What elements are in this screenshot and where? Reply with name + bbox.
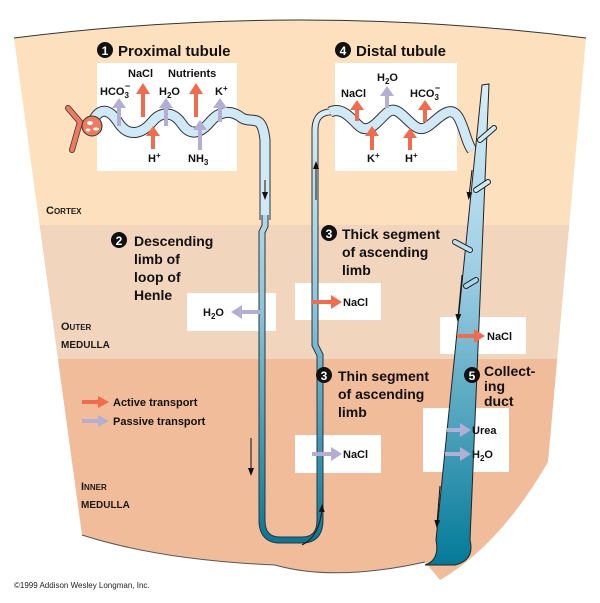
distal-h2o-passive-arrow xyxy=(380,86,394,96)
distal-k-active-arrow xyxy=(365,126,379,136)
descending-title: Descending limb of loop of Henle xyxy=(134,233,213,303)
svg-text:Collect-: Collect- xyxy=(484,363,536,379)
svg-text:4: 4 xyxy=(340,44,347,58)
inner-medulla-label-1: Inner xyxy=(81,481,107,493)
svg-text:Descending: Descending xyxy=(134,233,213,249)
descending-h2o-label: H2O xyxy=(203,307,224,321)
proximal-title: Proximal tubule xyxy=(118,43,231,60)
svg-text:Thick segment: Thick segment xyxy=(342,226,440,242)
thick-nacl-label: NaCl xyxy=(343,297,368,309)
loop-of-henle xyxy=(258,108,336,544)
distal-nacl-active-arrow xyxy=(350,100,364,110)
badge-proximal: 1 xyxy=(97,42,113,58)
hco3-passive-arrow xyxy=(112,98,126,108)
distal-hco3-active-arrow xyxy=(418,100,432,110)
thin-ascending-title: Thin segment of ascending limb xyxy=(338,368,429,420)
legend-active-arrow xyxy=(98,396,109,408)
limb-arrows xyxy=(231,295,485,461)
badge-thin-ascending: 3 xyxy=(316,367,332,383)
badge-collecting: 5 xyxy=(464,367,480,383)
legend-active-label: Active transport xyxy=(113,397,198,409)
proximal-nacl-label: NaCl xyxy=(128,68,153,80)
proximal-hco3-label: HCO3− xyxy=(100,81,130,100)
distal-h2o-label: H2O xyxy=(377,72,398,86)
proximal-labels: NaCl Nutrients HCO3− H2O K+ H+ NH3 xyxy=(100,68,228,167)
svg-text:Henle: Henle xyxy=(134,287,172,303)
urea-label: Urea xyxy=(472,425,497,437)
proximal-arrows xyxy=(112,83,227,150)
svg-text:1: 1 xyxy=(102,44,109,58)
proximal-h2o-label: H2O xyxy=(159,86,180,100)
distal-hco3-label: HCO3− xyxy=(410,83,440,102)
collecting-nacl-active-arrow xyxy=(474,329,485,343)
legend-passive-label: Passive transport xyxy=(113,416,206,428)
distal-labels: H2O NaCl HCO3− K+ H+ xyxy=(341,72,440,165)
distal-arrows xyxy=(350,86,432,150)
svg-text:of ascending: of ascending xyxy=(342,244,428,260)
svg-text:limb: limb xyxy=(338,404,367,420)
flow-arrow-duct-1 xyxy=(466,169,473,200)
distal-title: Distal tubule xyxy=(356,43,446,60)
collecting-nacl-label: NaCl xyxy=(487,331,512,343)
nacl-active-arrow xyxy=(136,83,150,94)
h-active-arrow xyxy=(146,126,160,136)
svg-text:3: 3 xyxy=(326,227,333,241)
thin-nacl-label: NaCl xyxy=(343,449,368,461)
cortex-label: Cortex xyxy=(46,205,82,217)
thick-ascending-title: Thick segment of ascending limb xyxy=(342,226,440,278)
proximal-k-label: K+ xyxy=(215,84,228,98)
kidney-top-edge xyxy=(13,19,587,39)
proximal-nh3-label: NH3 xyxy=(188,153,209,167)
legend-passive-arrow xyxy=(98,415,109,427)
outer-medulla-label-1: Outer xyxy=(61,321,92,333)
inner-medulla-label-2: medulla xyxy=(81,500,130,511)
proximal-h-label: H+ xyxy=(148,151,161,165)
distal-h-active-arrow xyxy=(403,128,417,138)
distal-tubule xyxy=(327,104,477,154)
nh3-passive-arrow xyxy=(193,120,207,130)
glomerulus-icon xyxy=(65,105,103,153)
flow-arrow-curve xyxy=(301,504,325,546)
svg-text:5: 5 xyxy=(469,369,476,383)
h2o-passive-arrow xyxy=(159,98,173,108)
copyright-text: ©1999 Addison Wesley Longman, Inc. xyxy=(14,581,150,590)
flow-arrow-duct-3 xyxy=(434,485,441,528)
distal-nacl-label: NaCl xyxy=(341,88,366,100)
svg-text:ing: ing xyxy=(484,378,505,394)
collecting-h2o-label: H2O xyxy=(472,449,493,463)
svg-text:of ascending: of ascending xyxy=(338,386,424,402)
descending-h2o-passive-arrow xyxy=(231,305,242,319)
nutrients-active-arrow xyxy=(189,83,203,94)
cortex-region xyxy=(14,20,586,225)
svg-text:duct: duct xyxy=(484,393,514,409)
kidney-bottom-edge xyxy=(81,534,426,574)
k-passive-arrow xyxy=(213,98,227,108)
distal-k-label: K+ xyxy=(367,151,380,165)
svg-text:2: 2 xyxy=(116,234,123,248)
thick-nacl-active-arrow xyxy=(331,295,342,309)
region-labels: Cortex Outer medulla Inner medulla xyxy=(46,205,130,511)
svg-text:limb: limb xyxy=(342,262,371,278)
badge-distal: 4 xyxy=(335,42,351,58)
badge-descending: 2 xyxy=(111,232,127,248)
svg-text:limb of: limb of xyxy=(134,251,180,267)
collecting-title: Collect- ing duct xyxy=(484,363,536,409)
collecting-h2o-passive-arrow xyxy=(460,447,471,461)
distal-h-label: H+ xyxy=(405,151,418,165)
svg-text:Thin segment: Thin segment xyxy=(338,368,429,384)
collecting-duct xyxy=(424,83,497,566)
proximal-nutrients-label: Nutrients xyxy=(168,68,216,80)
svg-text:loop of: loop of xyxy=(134,269,181,285)
badge-thick-ascending: 3 xyxy=(321,225,337,241)
outer-medulla-label-2: medulla xyxy=(61,340,110,351)
flow-arrow-duct-2 xyxy=(455,274,463,322)
thin-nacl-passive-arrow xyxy=(331,447,342,461)
svg-text:3: 3 xyxy=(321,369,328,383)
urea-passive-arrow xyxy=(460,423,471,437)
